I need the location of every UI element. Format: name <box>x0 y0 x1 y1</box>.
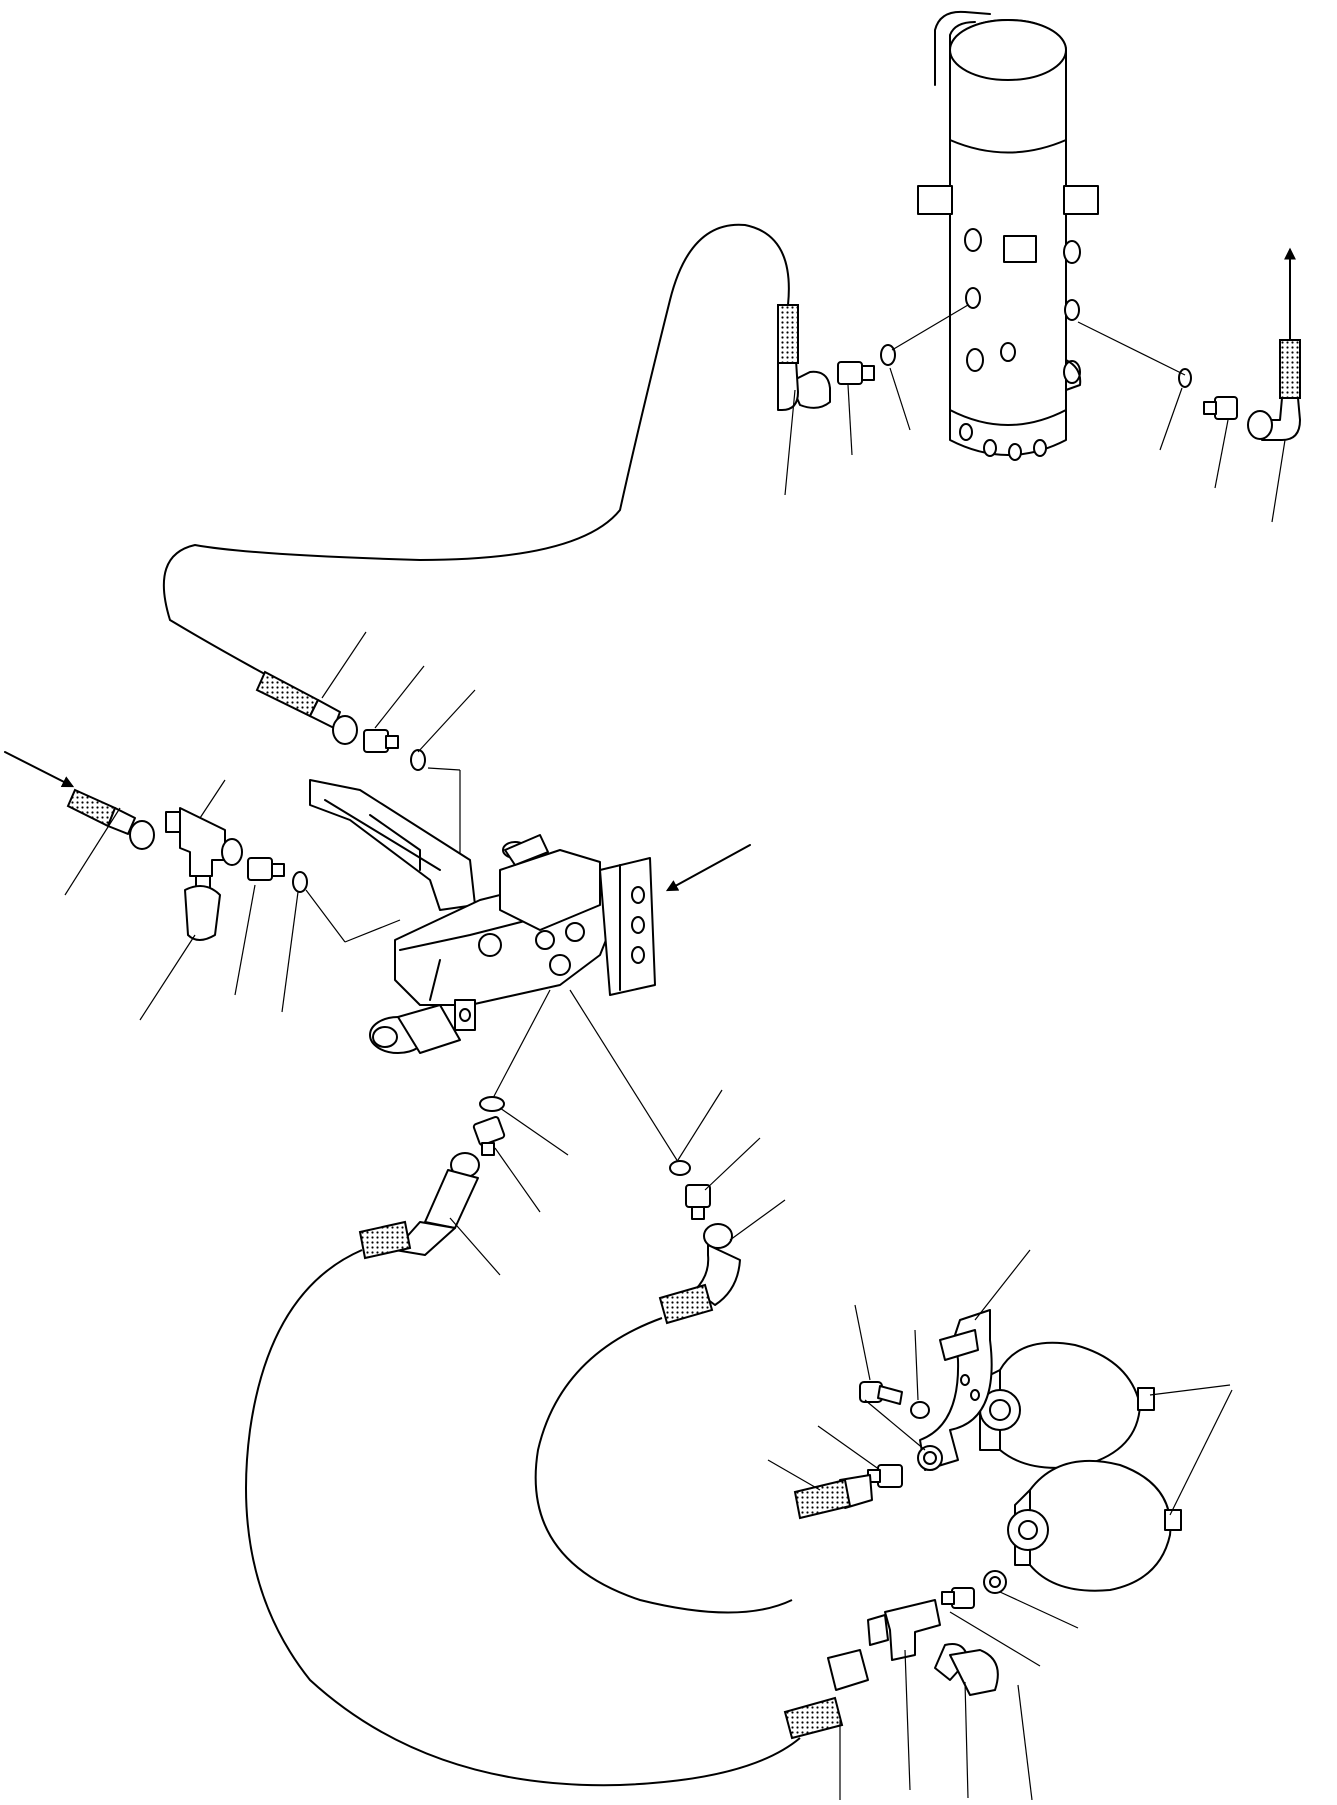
swivel-left-fittings <box>777 304 969 411</box>
swivel-right-fittings <box>1077 321 1301 441</box>
callout-leaders <box>64 367 1286 1801</box>
valve-upper-fittings <box>255 670 461 880</box>
accumulator-sphere-lower <box>1007 1459 1182 1592</box>
hose-valve-to-accumulator <box>534 1317 793 1614</box>
accumulator-upper-fittings <box>793 1445 943 1520</box>
swivel-joint-cylinder <box>917 10 1099 461</box>
valve-flow-arrow <box>665 844 751 892</box>
hose-swivel-to-valve <box>162 223 790 686</box>
lower-right-fittings <box>658 1160 741 1325</box>
accumulator-sphere-upper <box>979 1341 1155 1469</box>
inlet-tee-fittings <box>66 788 401 943</box>
lower-left-fittings <box>358 1096 506 1260</box>
bracket-screw <box>859 1381 930 1419</box>
hose-valve-to-lower-tee <box>245 1249 801 1787</box>
accumulator-lower-fittings <box>783 1570 1007 1740</box>
inlet-flow-arrow <box>4 751 75 788</box>
mounting-bracket <box>919 1309 993 1471</box>
brake-pedal-valve <box>309 779 656 1054</box>
swivel-ports <box>959 228 1081 461</box>
